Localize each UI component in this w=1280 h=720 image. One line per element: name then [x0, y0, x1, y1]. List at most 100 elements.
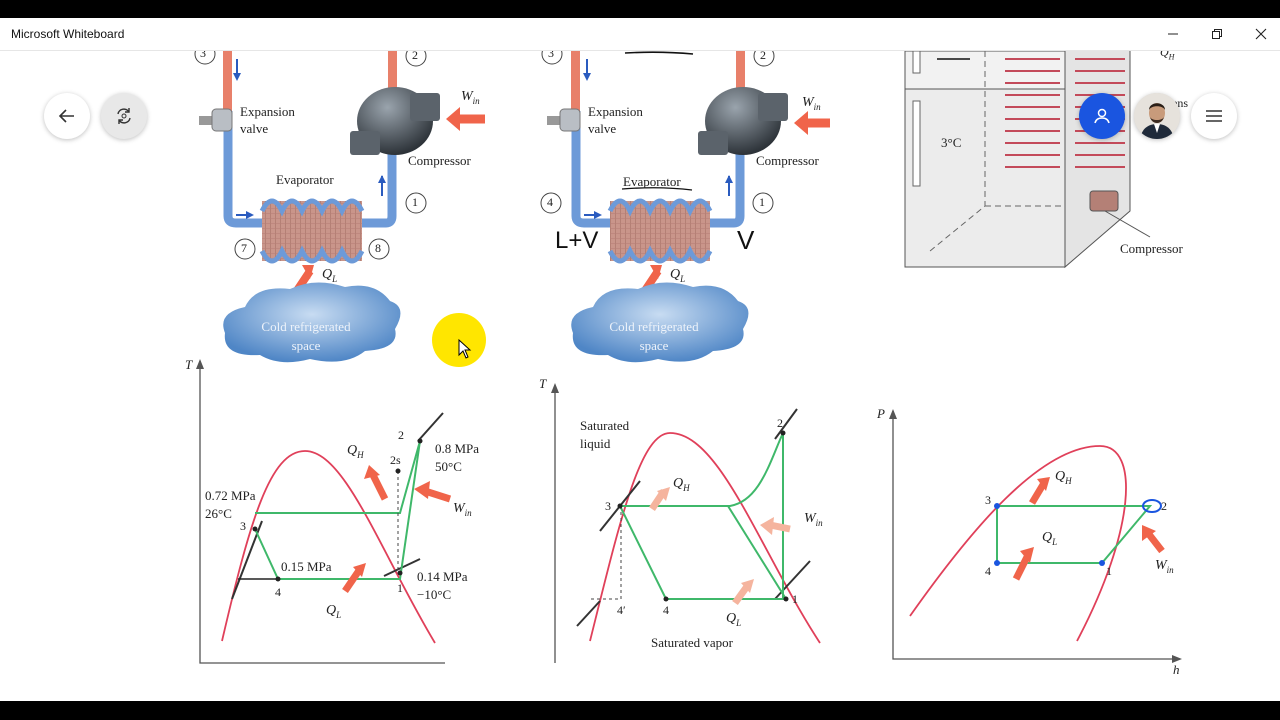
close-button[interactable] [1238, 18, 1280, 50]
ph-qh-sub: H [1065, 475, 1072, 486]
left-node-8: 8 [375, 241, 381, 255]
ts-mid-ql: QL [726, 611, 741, 628]
fridge-illustration [904, 51, 1151, 269]
left-node-3: 3 [200, 51, 206, 60]
ph-ql: QL [1042, 530, 1057, 547]
fridge-qh-label: QH [1160, 51, 1174, 61]
ts-mid-win-main: W [804, 511, 816, 526]
ts-left-win-sub: in [464, 507, 472, 518]
ts-left-ql: QL [326, 603, 341, 620]
ts-left-p4: 4 [275, 585, 281, 599]
left-node-7: 7 [241, 241, 247, 255]
mid-evaporator-label: Evaporator [623, 174, 681, 189]
ts-left-ql-main: Q [326, 603, 337, 618]
top-black-bar [0, 0, 1280, 18]
mid-node-2: 2 [760, 51, 766, 62]
ts-mid-saturated-vapor: Saturated vapor [651, 635, 733, 650]
left-expansion-valve-label: Expansion valve [240, 104, 295, 136]
ts-left-p1-annotation: 0.14 MPa −10°C [417, 569, 468, 602]
ink-note-lv: L+V [555, 227, 599, 254]
restore-button[interactable] [1194, 18, 1240, 50]
mid-ql-label: QL [670, 267, 685, 284]
ph-ql-main: Q [1042, 530, 1053, 545]
mid-win-main: W [802, 95, 814, 110]
settings-sync-button[interactable] [101, 93, 147, 139]
ts-mid-qh: QH [673, 476, 690, 493]
ts-left-ql-sub: L [336, 609, 342, 620]
ts-left-p2s: 2s [390, 453, 401, 467]
person-icon [1094, 108, 1110, 124]
fridge-compressor-label: Compressor [1120, 241, 1183, 256]
ts-left-qh-main: Q [347, 443, 358, 458]
minimize-button[interactable] [1150, 18, 1196, 50]
left-ql-sub: L [332, 273, 338, 284]
ts-left-p1: 1 [397, 581, 403, 595]
ts-left-win-main: W [453, 501, 465, 516]
ts-diagram-middle [551, 383, 821, 663]
left-cold-space-label: Cold refrigerated space [261, 319, 351, 353]
mid-ql-main: Q [670, 267, 681, 282]
ts-left-p3: 3 [240, 519, 246, 533]
ts-diagram-left [196, 359, 452, 664]
left-ql-main: Q [322, 267, 333, 282]
ts-mid-qh-main: Q [673, 476, 684, 491]
ph-qh: QH [1055, 469, 1072, 486]
ph-win-sub: in [1166, 564, 1174, 575]
bottom-black-bar [0, 701, 1280, 720]
avatar-icon [1134, 93, 1180, 139]
ph-p2: 2 [1161, 499, 1167, 513]
ph-win-main: W [1155, 558, 1167, 573]
fridge-qh-main: Q [1160, 51, 1169, 59]
left-schematic [194, 51, 485, 363]
fridge-qh-sub: H [1168, 52, 1175, 62]
invite-people-button[interactable] [1079, 93, 1125, 139]
ts-mid-p4: 4 [663, 603, 669, 617]
mid-cold-space-label: Cold refrigerated space [609, 319, 699, 353]
mid-compressor-label: Compressor [756, 153, 819, 168]
mid-node-1: 1 [759, 195, 765, 209]
left-evaporator-label: Evaporator [276, 172, 334, 187]
mid-win-label: Win [802, 95, 821, 112]
left-win-main: W [461, 89, 473, 104]
ph-p4: 4 [985, 564, 991, 578]
ph-p3: 3 [985, 493, 991, 507]
ts-left-qh-sub: H [357, 449, 364, 460]
ts-left-p4-annotation: 0.15 MPa [281, 559, 332, 574]
ts-left-axis: T [185, 357, 193, 372]
cursor-highlight [432, 313, 486, 367]
ts-mid-ql-sub: L [736, 617, 742, 628]
ts-mid-p1: 1 [792, 592, 798, 606]
mid-expansion-valve-label: Expansion valve [588, 104, 643, 136]
sync-settings-icon [117, 108, 131, 124]
middle-schematic [540, 51, 830, 363]
left-win-label: Win [461, 89, 480, 106]
app-title: Microsoft Whiteboard [11, 27, 125, 41]
ts-left-p2-annotation: 0.8 MPa 50°C [435, 441, 480, 474]
close-icon [1255, 28, 1267, 40]
schematic-drawings [194, 51, 1182, 664]
ph-axis-p: P [877, 406, 885, 421]
ts-mid-p3: 3 [605, 499, 611, 513]
user-avatar[interactable] [1134, 93, 1180, 139]
left-compressor-label: Compressor [408, 153, 471, 168]
menu-button[interactable] [1191, 93, 1237, 139]
ts-mid-saturated-liquid: Saturated liquid [580, 418, 630, 451]
arrow-left-icon [58, 109, 74, 123]
ts-left-p3-annotation: 0.72 MPa 26°C [205, 488, 256, 521]
ph-diagram [889, 409, 1182, 663]
whiteboard-canvas[interactable]: 3 2 1 7 8 Expansion valve Compressor Eva… [0, 51, 1280, 701]
left-win-sub: in [472, 95, 480, 106]
mid-ql-sub: L [680, 273, 686, 284]
minimize-icon [1168, 33, 1178, 35]
left-node-1: 1 [412, 195, 418, 209]
ph-p1: 1 [1106, 564, 1112, 578]
hamburger-menu-icon [1206, 110, 1222, 122]
back-button[interactable] [44, 93, 90, 139]
ph-axis-h: h [1173, 662, 1180, 677]
ts-mid-p4-prime: 4′ [617, 603, 626, 617]
ph-win: Win [1155, 558, 1174, 575]
restore-icon [1212, 29, 1222, 39]
ts-left-qh: QH [347, 443, 364, 460]
left-node-2: 2 [412, 51, 418, 62]
ts-left-p2: 2 [398, 428, 404, 442]
